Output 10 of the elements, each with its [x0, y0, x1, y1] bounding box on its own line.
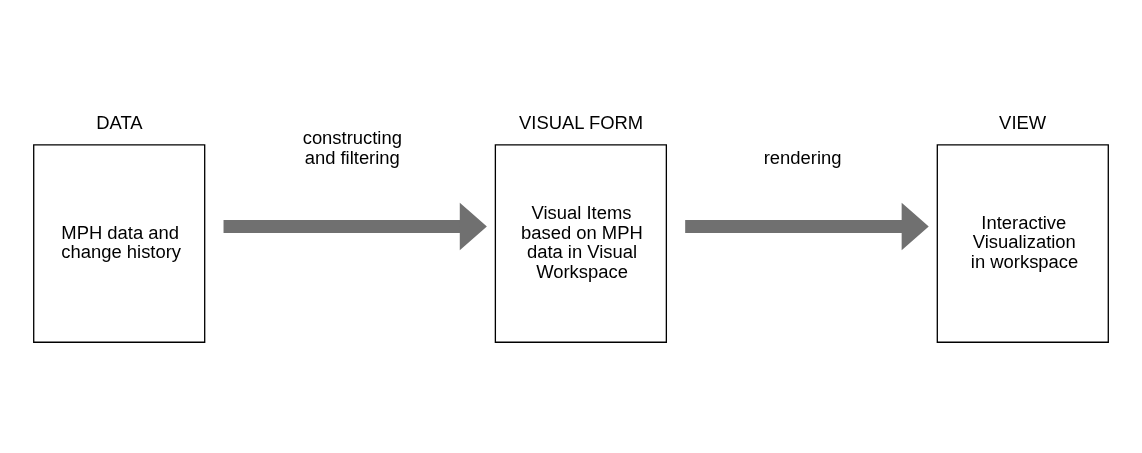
node-label: VISUAL FORM — [519, 112, 644, 134]
edge-label: rendering — [763, 147, 842, 169]
arrow — [223, 202, 487, 251]
node-label: DATA — [96, 112, 143, 134]
node-box: Interactive Visualization in workspace — [936, 144, 1109, 343]
node-box: MPH data and change history — [33, 144, 206, 343]
node-box: Visual Items based on MPH data in Visual Workspace — [494, 144, 667, 343]
arrow — [685, 202, 929, 251]
node-label: VIEW — [999, 112, 1047, 134]
edge-label: constructing and filtering — [302, 126, 402, 168]
